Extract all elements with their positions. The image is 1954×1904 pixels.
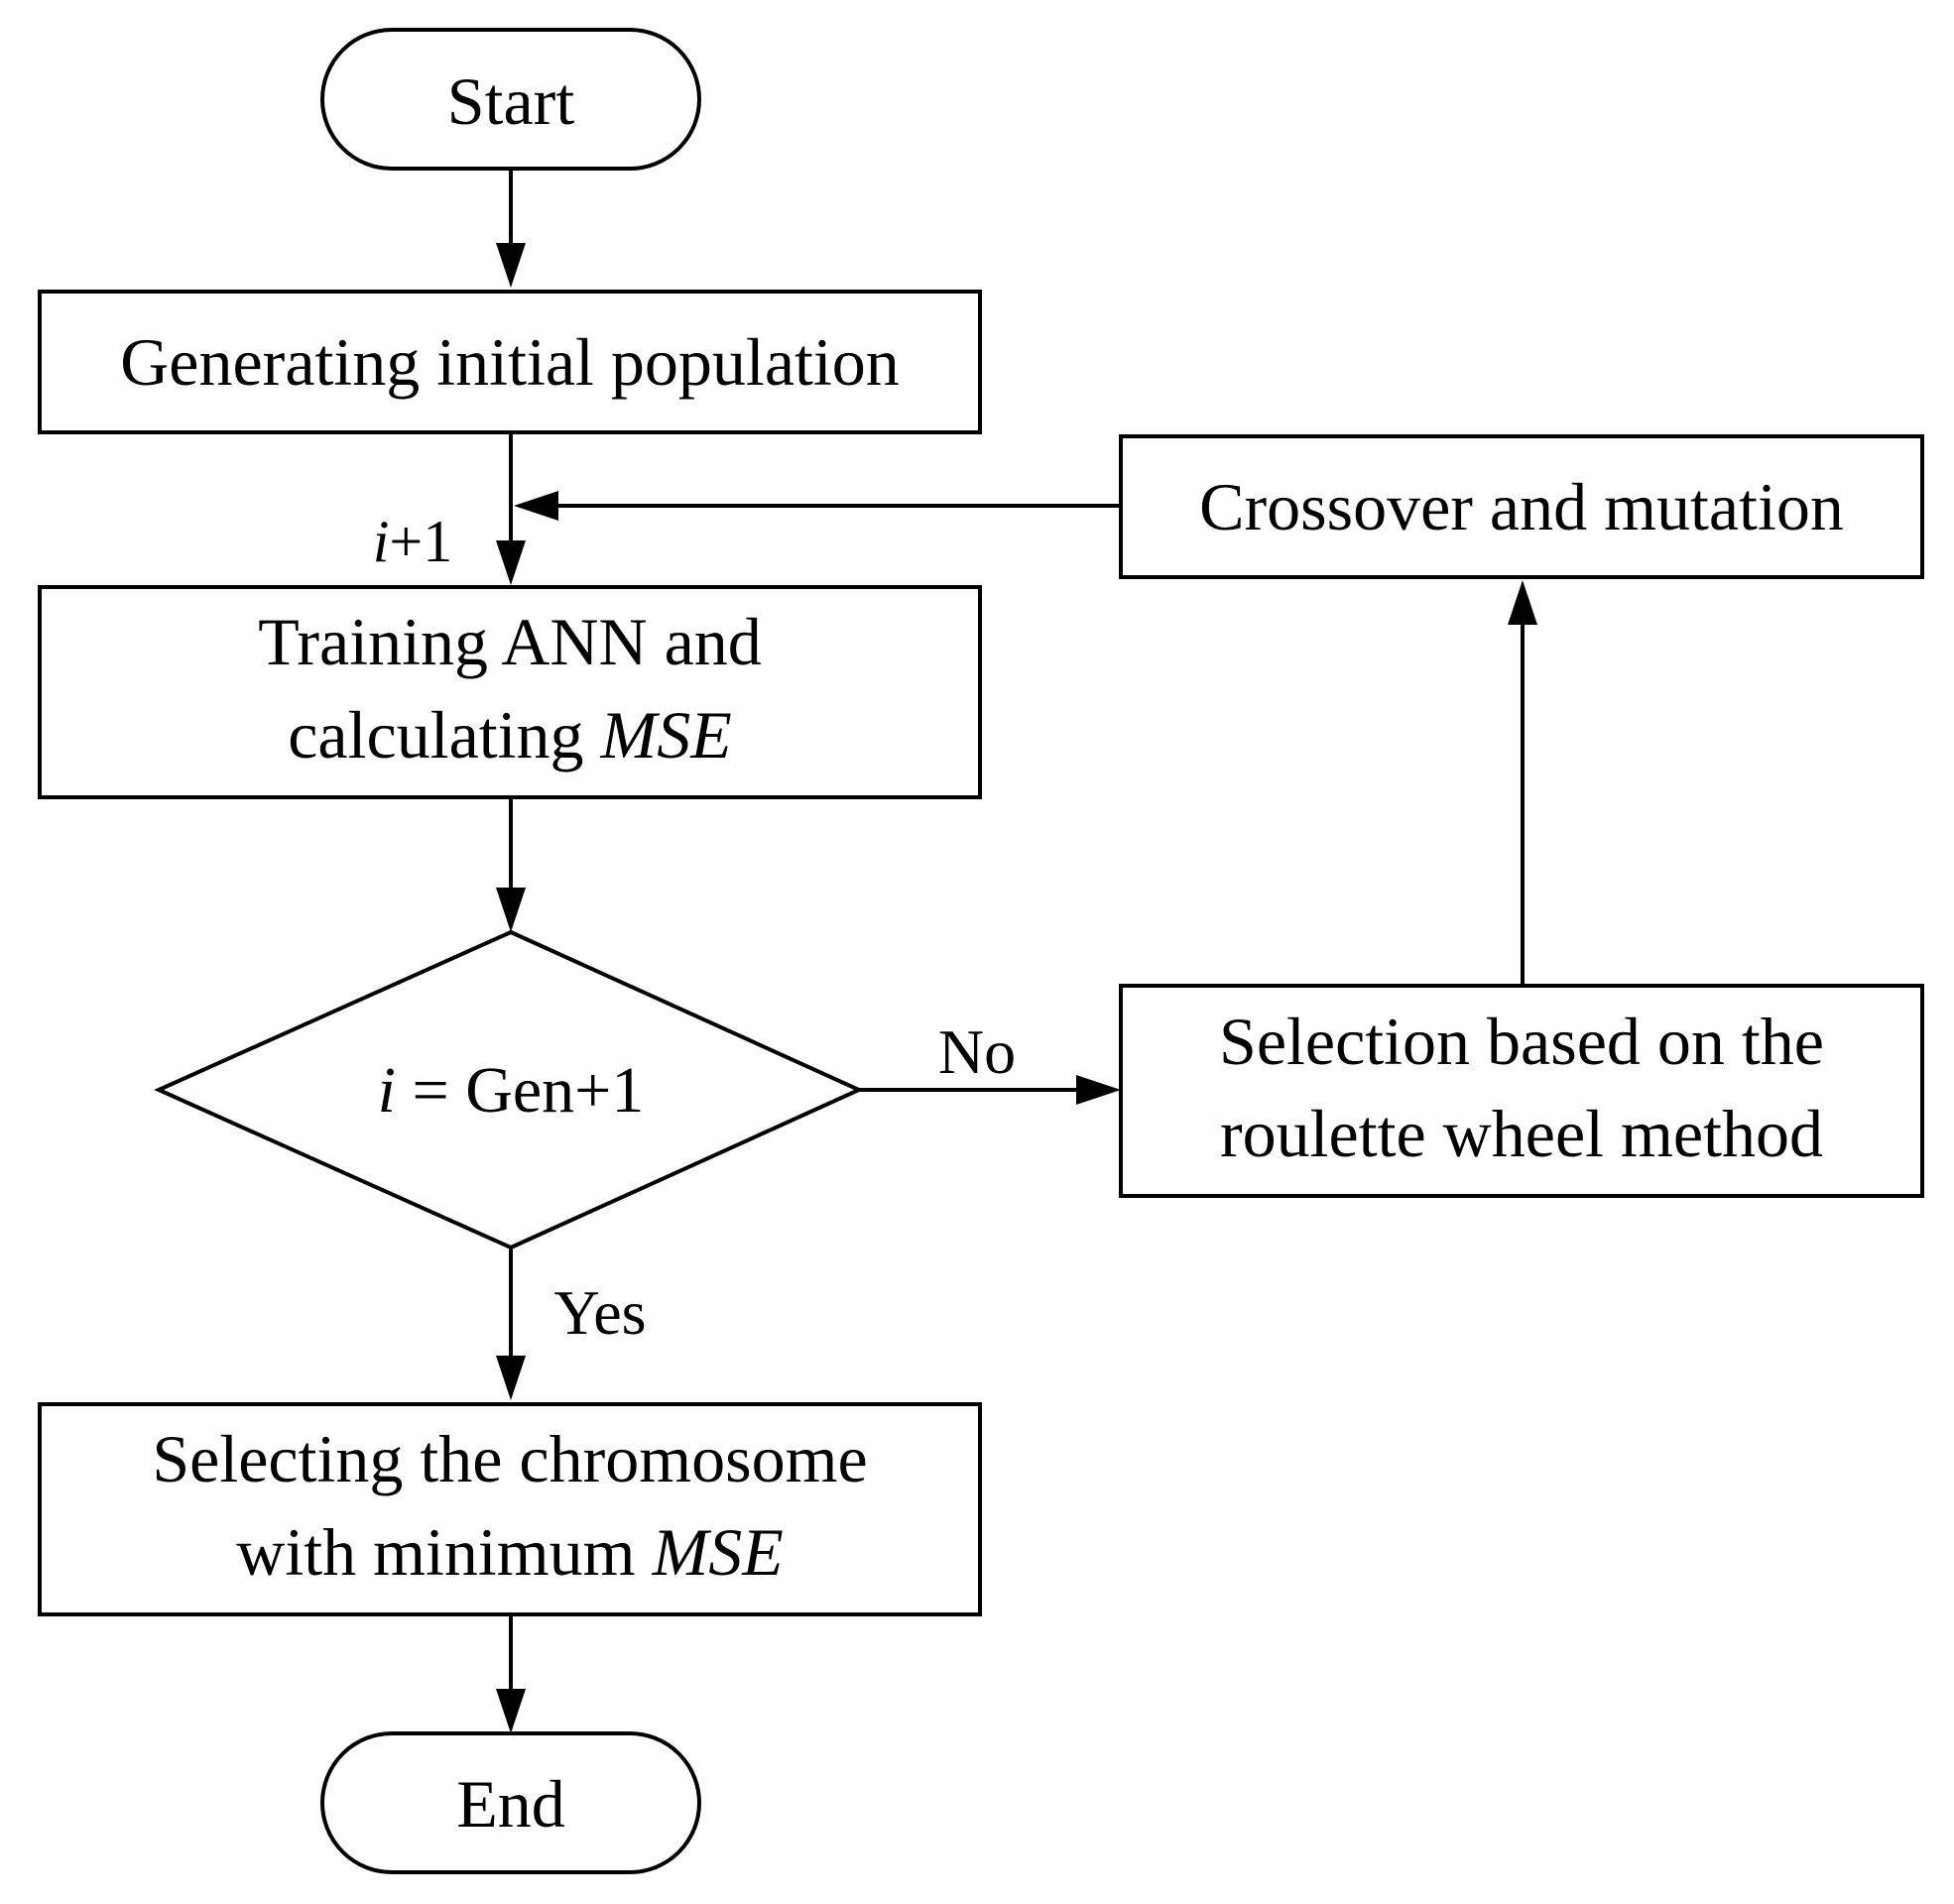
edges — [496, 169, 1537, 1733]
increment-label: i+1 — [373, 509, 453, 574]
increment-rest: +1 — [389, 509, 452, 574]
decision-label: i = Gen+1 — [378, 1054, 645, 1127]
generate-process: Generating initial population — [38, 290, 982, 434]
selection-line2: roulette wheel method — [1220, 1096, 1823, 1171]
arrowhead-generate — [496, 243, 526, 288]
training-line2-prefix: calculating — [288, 697, 600, 773]
arrowhead-decision — [496, 888, 526, 932]
end-terminal: End — [320, 1731, 701, 1874]
selection-line1: Selection based on the — [1219, 1004, 1824, 1079]
select-best-line2: with minimum MSE — [236, 1514, 784, 1590]
decision-var: i — [378, 1054, 396, 1127]
increment-var: i — [373, 509, 390, 574]
training-line2-mse: MSE — [600, 697, 732, 773]
selection-process: Selection based on the roulette wheel me… — [1119, 984, 1924, 1198]
crossover-process: Crossover and mutation — [1119, 434, 1924, 579]
decision-rest: = Gen+1 — [396, 1054, 644, 1127]
generate-label: Generating initial population — [120, 324, 900, 400]
end-label: End — [456, 1766, 565, 1842]
training-line1: Training ANN and — [258, 604, 762, 679]
start-label: Start — [447, 63, 575, 139]
select-best-line2-prefix: with minimum — [236, 1514, 652, 1590]
arrowhead-selection — [1076, 1075, 1121, 1105]
start-terminal: Start — [320, 28, 701, 171]
yes-label: Yes — [553, 1277, 646, 1348]
select-best-process: Selecting the chromosome with minimum MS… — [38, 1402, 982, 1616]
crossover-label: Crossover and mutation — [1199, 469, 1844, 544]
arrowhead-loop — [514, 491, 558, 521]
training-line2: calculating MSE — [288, 697, 731, 773]
arrowhead-end — [496, 1689, 526, 1733]
decision-diamond: i = Gen+1 — [154, 929, 864, 1250]
arrowhead-select-best — [496, 1356, 526, 1400]
training-process: Training ANN and calculating MSE — [38, 585, 982, 799]
arrowhead-crossover — [1508, 580, 1537, 625]
select-best-line1: Selecting the chromosome — [152, 1421, 867, 1496]
no-label: No — [938, 1016, 1016, 1087]
arrowhead-training — [496, 540, 526, 585]
select-best-line2-mse: MSE — [652, 1514, 784, 1590]
